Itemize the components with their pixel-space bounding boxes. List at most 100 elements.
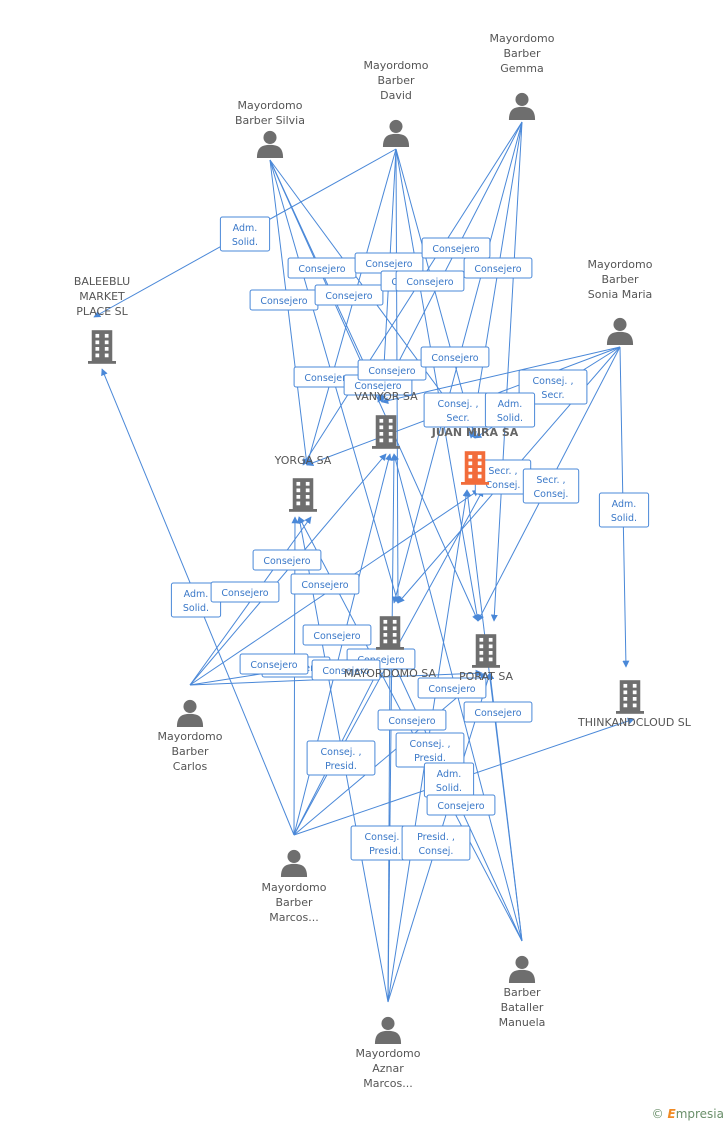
edge-label[interactable]: Consejero	[420, 346, 490, 368]
edge-label-text: Solid.	[611, 513, 637, 524]
edge-label[interactable]: Consejero	[311, 659, 381, 681]
edge-label[interactable]: Consej. , Secr.	[423, 392, 493, 428]
node-label: Aznar	[372, 1062, 404, 1075]
edge-label[interactable]: Consejero	[287, 257, 357, 279]
node-c_mayordomo[interactable]: MAYORDOMO SA	[344, 616, 437, 680]
edge-label-box	[311, 659, 381, 681]
node-label: VANYOR SA	[354, 390, 418, 403]
node-label: Mayordomo	[588, 258, 653, 271]
edge-label[interactable]: Adm.Solid.	[423, 762, 475, 798]
node-label: Mayordomo	[262, 881, 327, 894]
edge-label-text: Consej. ,	[365, 832, 406, 843]
edge-label-text: Secr.	[446, 413, 469, 424]
brand-name: mpresia	[675, 1107, 724, 1121]
node-c_juanmira[interactable]: JUAN MIRA SA	[431, 426, 519, 485]
node-c_vanyor[interactable]: VANYOR SA	[354, 390, 418, 449]
person-icon	[382, 119, 410, 147]
edge-label-text: Solid.	[436, 783, 462, 794]
edge-label-text: Adm.	[612, 499, 637, 510]
edge-label-text: Consej. ,	[438, 399, 479, 410]
edge-label-text: Consejero	[428, 684, 475, 695]
edge-label[interactable]: Consejero	[314, 284, 384, 306]
edge-label[interactable]: Consejero	[249, 289, 319, 311]
edge-label[interactable]: Adm. Solid.	[219, 216, 271, 252]
node-label: PLACE SL	[76, 305, 128, 318]
edge-label[interactable]: Adm.Solid.	[484, 392, 536, 428]
edge-label-text: Consej.	[419, 846, 454, 857]
edge-label-box	[302, 624, 372, 646]
edge-label[interactable]: Consejero	[239, 653, 309, 675]
edge-label[interactable]: Consejero	[421, 237, 491, 259]
edge-label-text: Consejero	[432, 244, 479, 255]
node-label: Carlos	[173, 760, 208, 773]
edge-label-text: Adm.	[233, 223, 258, 234]
edge-label[interactable]: Consejero	[290, 573, 360, 595]
edge-p_david-c_yorga	[305, 148, 397, 466]
edge-label-text: Consej. ,	[533, 376, 574, 387]
edge-label-text: Solid.	[232, 237, 258, 248]
edge-label-box	[357, 359, 427, 381]
edge-label[interactable]: Adm.Solid.	[170, 582, 222, 618]
person-icon	[176, 699, 204, 727]
node-label: Mayordomo	[356, 1047, 421, 1060]
edge-p_david-c_porat	[395, 148, 481, 622]
node-p_aznar[interactable]: MayordomoAznarMarcos...	[356, 1016, 421, 1090]
edge-label[interactable]: Adm. Solid.	[598, 492, 650, 528]
edge-label-text: Consejero	[474, 708, 521, 719]
edge-label-text: Consejero	[263, 556, 310, 567]
edge-label-box	[421, 237, 491, 259]
edge-label-text: Adm.	[184, 589, 209, 600]
edge-label[interactable]: Consejero	[252, 549, 322, 571]
edge-label[interactable]: Consej. ,Presid.	[306, 740, 376, 776]
edge-p_silvia-c_yorga	[269, 159, 310, 466]
edge-label-text: Consejero	[437, 801, 484, 812]
node-c_thinkandcloud[interactable]: THINKANDCLOUD SL	[577, 680, 692, 729]
edge-label[interactable]: Secr. ,Consej.	[522, 468, 580, 504]
edge-label-box	[252, 549, 322, 571]
node-label: Barber	[377, 74, 415, 87]
edge-label-text: Consejero	[474, 264, 521, 275]
edge-label[interactable]: Consej. ,Presid.	[395, 732, 465, 768]
edge-p_david-c_juanmira	[395, 148, 477, 439]
edge-label[interactable]: Consejero	[377, 709, 447, 731]
edge-label-box	[518, 369, 588, 405]
node-c_porat[interactable]: PORAT SA	[459, 634, 514, 683]
node-label: Marcos...	[363, 1077, 413, 1090]
edge-label[interactable]: Consej. ,Secr.	[518, 369, 588, 405]
edge-label[interactable]: Presid. ,Consej.	[401, 825, 471, 861]
edge-label-box	[377, 709, 447, 731]
node-c_yorga[interactable]: YORGA SA	[274, 454, 332, 512]
edge-label[interactable]: Consejero	[417, 677, 487, 699]
node-label: YORGA SA	[274, 454, 332, 467]
copyright-symbol: ©	[651, 1107, 664, 1121]
edge-label-text: Consejero	[406, 277, 453, 288]
edge-label-text: Consejero	[431, 353, 478, 364]
edge-label[interactable]: Consejero	[395, 270, 465, 292]
edge-label-text: Consejero	[250, 660, 297, 671]
empresia-watermark: © Empresia	[652, 1107, 724, 1121]
edge-label-text: Consejero	[301, 580, 348, 591]
person-icon	[508, 955, 536, 983]
edge-label[interactable]: Consejero	[354, 252, 424, 274]
edge-label[interactable]: Consejero	[357, 359, 427, 381]
edge-label[interactable]: Consejero	[302, 624, 372, 646]
edge-label[interactable]: Consejero	[426, 794, 496, 816]
node-label: Barber	[171, 745, 209, 758]
node-p_marcos[interactable]: MayordomoBarberMarcos...	[262, 849, 327, 924]
edge-label[interactable]: Consejero	[210, 581, 280, 603]
node-label: Marcos...	[269, 911, 319, 924]
edge-label[interactable]: Consejero	[463, 701, 533, 723]
edge-label-box	[306, 740, 376, 776]
edge-label-text: Consejero	[365, 259, 412, 270]
edge-label[interactable]: Consejero	[463, 257, 533, 279]
